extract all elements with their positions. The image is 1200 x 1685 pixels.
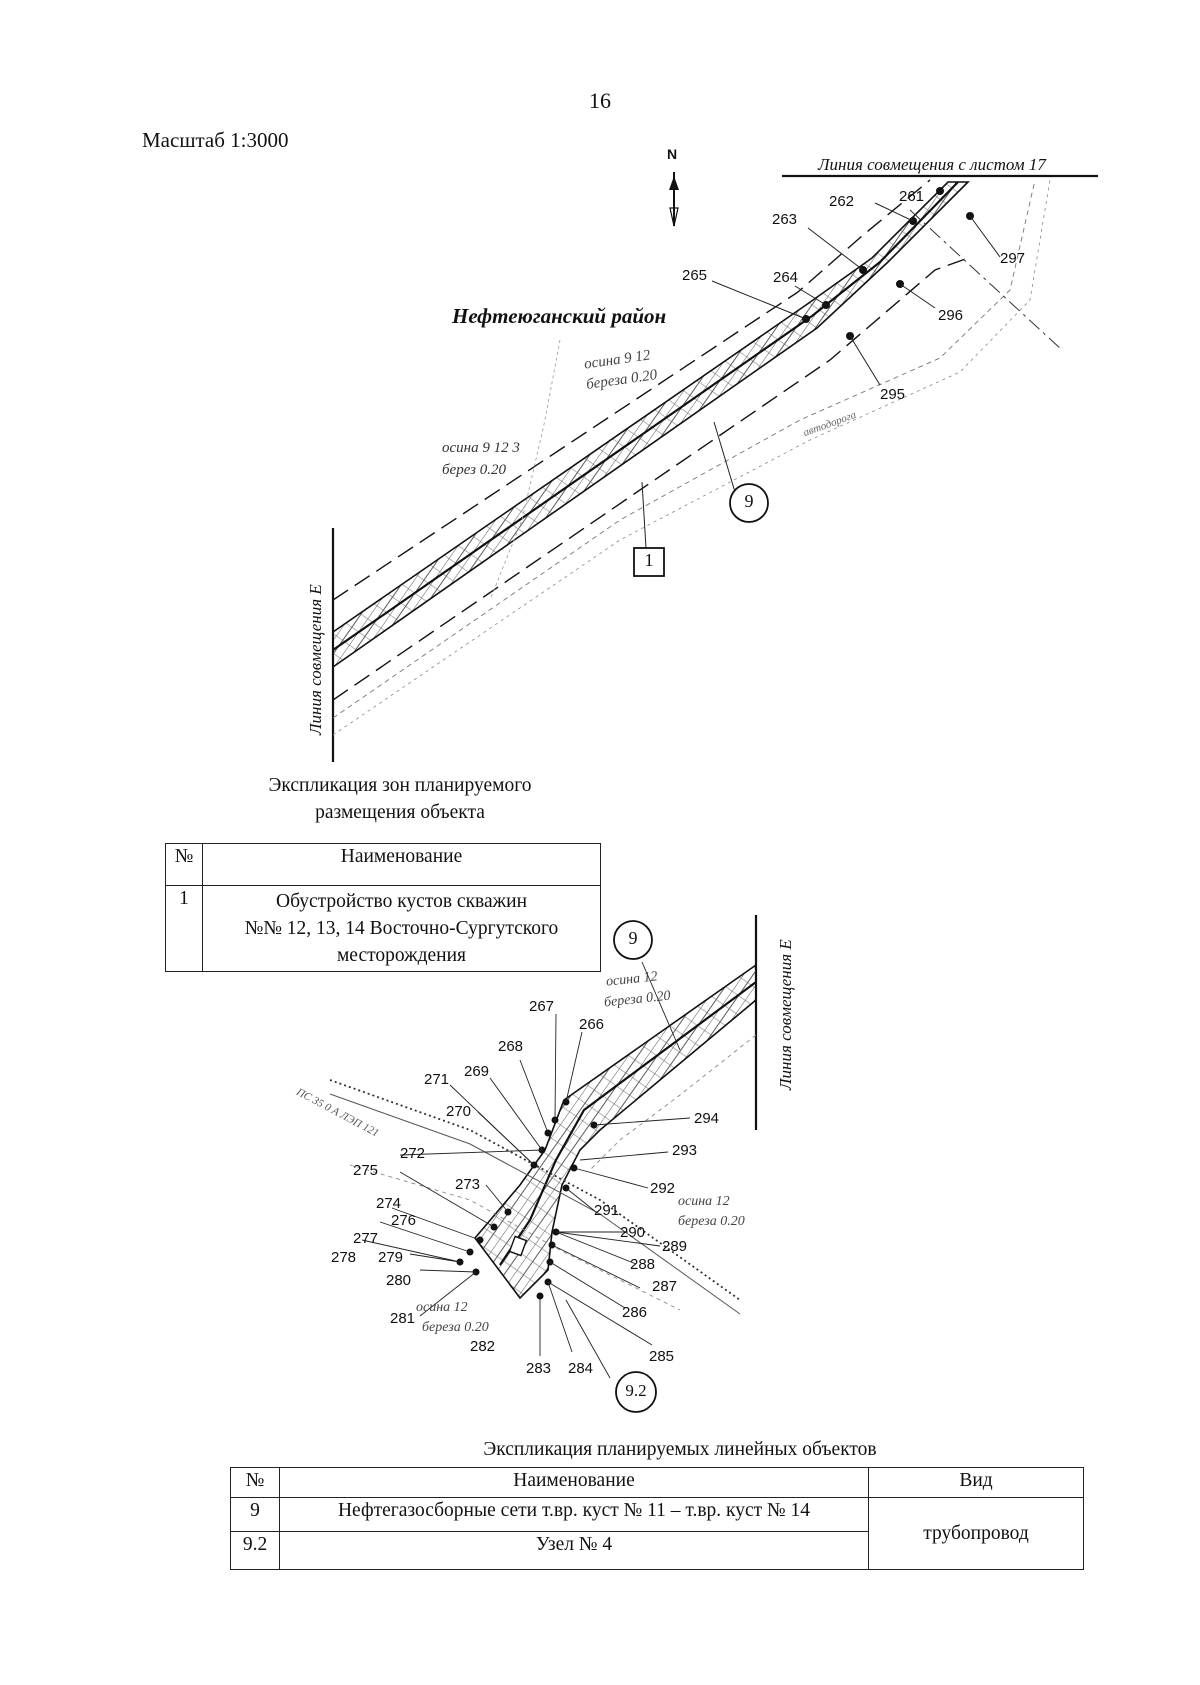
callout-9-lower-text: 9 xyxy=(628,928,638,948)
label-295: 295 xyxy=(880,386,906,403)
node-4-icon xyxy=(508,1235,528,1257)
point-261 xyxy=(936,187,944,195)
callout-circle-92 xyxy=(615,1371,657,1413)
label-269: 269 xyxy=(464,1063,490,1080)
road-edge-2 xyxy=(332,179,1051,736)
label-264: 264 xyxy=(773,269,799,286)
north-arrow-icon xyxy=(669,172,679,227)
lower-leaders xyxy=(361,961,691,1379)
linear-row-name: Узел № 4 xyxy=(279,1531,869,1570)
tree-label-8: береза 0.20 xyxy=(678,1214,745,1229)
label-267: 267 xyxy=(529,998,555,1015)
tree-label-10: береза 0.20 xyxy=(422,1320,489,1335)
table-row: 9 Нефтегазосборные сети т.вр. куст № 11 … xyxy=(230,1497,1084,1570)
power-line-edge xyxy=(329,1093,741,1315)
linear-row-type: трубопровод xyxy=(868,1497,1084,1570)
label-291: 291 xyxy=(594,1202,620,1219)
label-284: 284 xyxy=(568,1360,594,1377)
label-265: 265 xyxy=(682,267,708,284)
page-number: 16 xyxy=(589,88,611,113)
district-label: Нефтеюганский район xyxy=(452,304,667,328)
label-279: 279 xyxy=(378,1249,404,1266)
label-278: 278 xyxy=(331,1249,357,1266)
callout-92-text: 9.2 xyxy=(625,1381,647,1400)
tree-label-7: осина 12 xyxy=(678,1194,730,1209)
label-276: 276 xyxy=(391,1212,417,1229)
tree-label-3: осина 9 12 3 xyxy=(442,440,520,456)
callout-9-upper-text: 9 xyxy=(744,491,754,511)
linear-row-name: Нефтегазосборные сети т.вр. куст № 11 – … xyxy=(279,1497,869,1532)
north-label: N xyxy=(667,146,678,162)
label-282: 282 xyxy=(470,1338,496,1355)
label-271: 271 xyxy=(424,1071,450,1088)
match-line-e-label-lower: Линия совмещения Е xyxy=(776,939,795,1090)
linear-explication-title: Экспликация планируемых линейных объекто… xyxy=(483,1439,877,1460)
label-263: 263 xyxy=(772,211,798,228)
callout-circle-9-upper xyxy=(729,483,769,523)
label-283: 283 xyxy=(526,1360,552,1377)
buffer-line-south xyxy=(332,257,969,701)
label-281: 281 xyxy=(390,1310,416,1327)
upper-map-drawing xyxy=(331,172,1098,762)
linear-header-num: № xyxy=(230,1467,280,1498)
road-edge-lower xyxy=(349,1164,681,1311)
linear-explication-table: № Наименование Вид 9 Нефтегазосборные се… xyxy=(230,1467,1084,1570)
zones-header-name: Наименование xyxy=(202,843,601,886)
road-edge-lower-2 xyxy=(589,1034,757,1171)
table-row: 9.2 Узел № 4 xyxy=(230,1531,1084,1570)
label-273: 273 xyxy=(455,1176,481,1193)
callout-1-text: 1 xyxy=(644,550,654,570)
match-line-e-label-upper: Линия совмещения Е xyxy=(306,584,325,735)
upper-leaders xyxy=(641,202,1001,549)
forest-boundary xyxy=(489,339,561,601)
label-270: 270 xyxy=(446,1103,472,1120)
zones-row-name: Обустройство кустов скважин №№ 12, 13, 1… xyxy=(202,885,601,972)
label-275: 275 xyxy=(353,1162,379,1179)
label-296: 296 xyxy=(938,307,964,324)
label-261: 261 xyxy=(899,188,925,205)
boundary-dashdot xyxy=(909,209,1063,351)
tree-label-9: осина 12 xyxy=(416,1300,468,1315)
pipeline-9-lower xyxy=(499,981,757,1266)
linear-header-type: Вид xyxy=(868,1467,1084,1498)
linear-row-num: 9.2 xyxy=(230,1531,280,1570)
label-274: 274 xyxy=(376,1195,402,1212)
label-262: 262 xyxy=(829,193,855,210)
zone-corridor-upper xyxy=(332,181,970,669)
label-297: 297 xyxy=(1000,250,1026,267)
zones-header-num: № xyxy=(165,843,203,886)
linear-header-name: Наименование xyxy=(279,1467,869,1498)
pipeline-9-upper xyxy=(332,181,959,651)
buffer-line-north xyxy=(332,179,931,601)
label-266: 266 xyxy=(579,1016,605,1033)
label-292: 292 xyxy=(650,1180,676,1197)
tree-label-4: берез 0.20 xyxy=(442,462,507,478)
label-286: 286 xyxy=(622,1304,648,1321)
label-277: 277 xyxy=(353,1230,379,1247)
zones-row-num: 1 xyxy=(165,885,203,972)
label-287: 287 xyxy=(652,1278,678,1295)
label-268: 268 xyxy=(498,1038,524,1055)
label-289: 289 xyxy=(662,1238,688,1255)
zones-explication-title: Экспликация зон планируемого размещения … xyxy=(268,775,532,823)
label-290: 290 xyxy=(620,1224,646,1241)
callout-square-1 xyxy=(633,547,665,577)
lower-map-drawing xyxy=(329,915,758,1413)
callout-circle-9-lower xyxy=(613,920,653,960)
match-line-top-label: Линия совмещения с листом 17 xyxy=(818,155,1046,174)
zones-explication-table: № Наименование 1 Обустройство кустов скв… xyxy=(165,843,601,972)
label-280: 280 xyxy=(386,1272,412,1289)
linear-row-num: 9 xyxy=(230,1497,280,1532)
label-285: 285 xyxy=(649,1348,675,1365)
table-row: 1 Обустройство кустов скважин №№ 12, 13,… xyxy=(165,885,601,972)
road-edge-1 xyxy=(332,179,1036,719)
label-272: 272 xyxy=(400,1145,426,1162)
label-294: 294 xyxy=(694,1110,720,1127)
label-293: 293 xyxy=(672,1142,698,1159)
label-288: 288 xyxy=(630,1256,656,1273)
scale-label: Масштаб 1:3000 xyxy=(142,128,289,152)
